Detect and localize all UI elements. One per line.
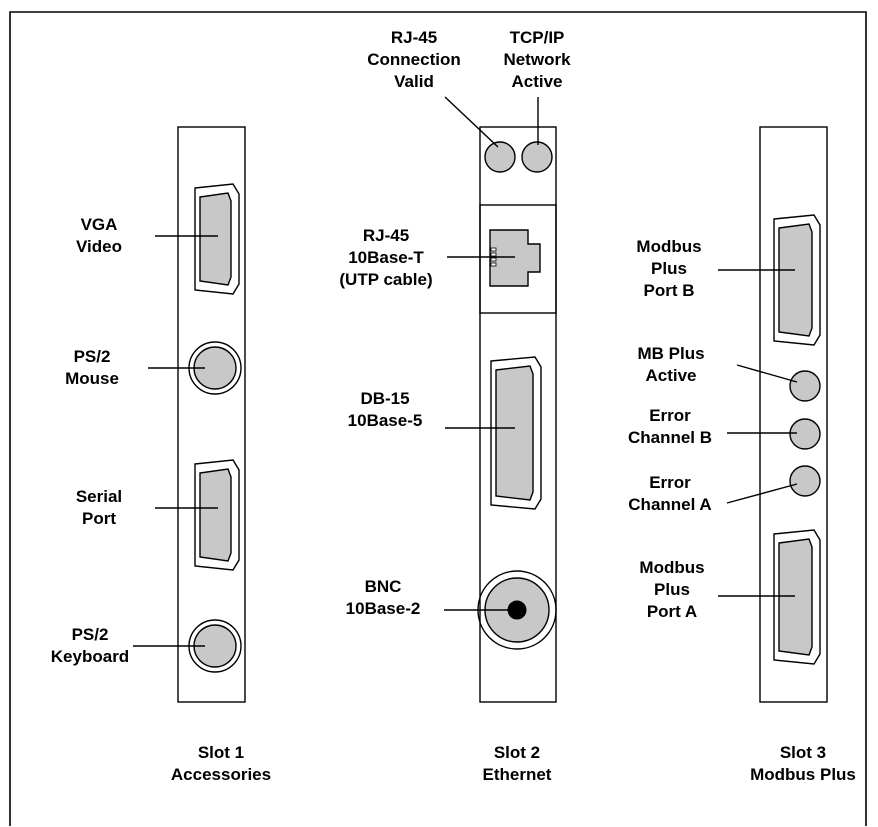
label-rj45-connection-valid-line: RJ-45 [390,28,438,47]
label-rj45-connection-valid-line: Valid [394,72,434,91]
label-mb-plus-active-line: Active [645,366,697,385]
rj45-section-box [479,204,557,314]
rj45-connector-contact [490,257,497,262]
label-vga-video: VGA Video [19,214,179,258]
label-rj45-10base-t-line: (UTP cable) [339,270,433,289]
vga-connector-body [199,192,232,286]
label-modbus-plus-port-a-line: Port A [646,602,698,621]
label-error-channel-b-line: Error [649,406,691,425]
serial-connector [194,459,240,571]
error-a-leader [726,483,798,504]
modbus-port-a-connector [773,529,821,665]
caption-slot-2-line: Ethernet [482,765,552,784]
label-modbus-plus-port-b-line: Port B [643,281,695,300]
modbus-port-a-connector-body [778,538,813,656]
label-rj45-10base-t-line: 10Base-T [348,248,424,267]
label-vga-video-line: Video [76,237,122,256]
label-serial-port-line: Serial [75,487,123,506]
label-rj45-10base-t-line: RJ-45 [362,226,410,245]
label-modbus-plus-port-a-line: Modbus [639,558,705,577]
modbus-port-b-connector-body [778,223,813,337]
modbus-port-b-connector [773,214,821,346]
caption-slot-1-line: Slot 1 [197,743,245,762]
led-mbplus-active [789,370,821,402]
diagram-frame [9,11,867,826]
vga-connector [194,183,240,295]
serial-connector-body [199,468,232,562]
label-db15-10base-5-line: DB-15 [360,389,410,408]
vga-connector-shell [194,183,240,295]
db15-connector-shell [490,356,542,510]
label-vga-video-line: VGA [80,215,118,234]
led-error-channel-a [789,465,821,497]
label-ps2-mouse-line: PS/2 [73,347,111,366]
mbplus-active-leader [736,364,798,383]
label-db15-10base-5: DB-15 10Base-5 [305,388,465,432]
rj45-valid-leader [444,96,499,148]
label-error-channel-b-line: Channel B [627,428,713,447]
ps2-mouse-connector [188,341,242,395]
caption-slot-1: Slot 1 Accessories [141,742,301,786]
serial-connector-shell [194,459,240,571]
label-tcpip-network-active-line: TCP/IP [509,28,565,47]
led-error-channel-b [789,418,821,450]
caption-slot-3-line: Modbus Plus [750,765,856,784]
label-bnc-10base-2-line: BNC [364,577,402,596]
rj45-connector-contact [490,252,497,257]
db15-connector [490,356,542,510]
caption-slot-2-line: Slot 2 [493,743,541,762]
label-ps2-keyboard-line: Keyboard [50,647,130,666]
label-rj45-10base-t: RJ-45 10Base-T (UTP cable) [306,225,466,291]
modbus-port-a-connector-shell [773,529,821,665]
caption-slot-1-line: Accessories [170,765,272,784]
caption-slot-3-line: Slot 3 [779,743,827,762]
rj45-connector-contact [490,247,497,252]
label-tcpip-network-active-line: Network [503,50,571,69]
label-ps2-keyboard-line: PS/2 [71,625,109,644]
label-serial-port-line: Port [82,509,116,528]
label-mb-plus-active-line: MB Plus [637,344,705,363]
led-tcpip-active [521,141,553,173]
db15-connector-body [495,365,534,501]
label-ps2-mouse-line: Mouse [65,369,119,388]
rj45-connector [489,229,541,287]
caption-slot-3: Slot 3 Modbus Plus [723,742,878,786]
label-error-channel-a-line: Channel A [628,495,712,514]
caption-slot-2: Slot 2 Ethernet [437,742,597,786]
led-rj45-valid [484,141,516,173]
label-tcpip-network-active-line: Active [511,72,563,91]
label-rj45-connection-valid-line: Connection [367,50,461,69]
label-bnc-10base-2: BNC 10Base-2 [303,576,463,620]
label-modbus-plus-port-a-line: Plus [654,580,690,599]
label-bnc-10base-2-line: 10Base-2 [345,599,421,618]
label-error-channel-a-line: Error [649,473,691,492]
rj45-connector-contact [490,262,497,267]
label-modbus-plus-port-b-line: Plus [651,259,687,278]
label-modbus-plus-port-b-line: Modbus [636,237,702,256]
label-db15-10base-5-line: 10Base-5 [347,411,423,430]
modbus-port-b-connector-shell [773,214,821,346]
rj45-connector-body [489,229,541,287]
